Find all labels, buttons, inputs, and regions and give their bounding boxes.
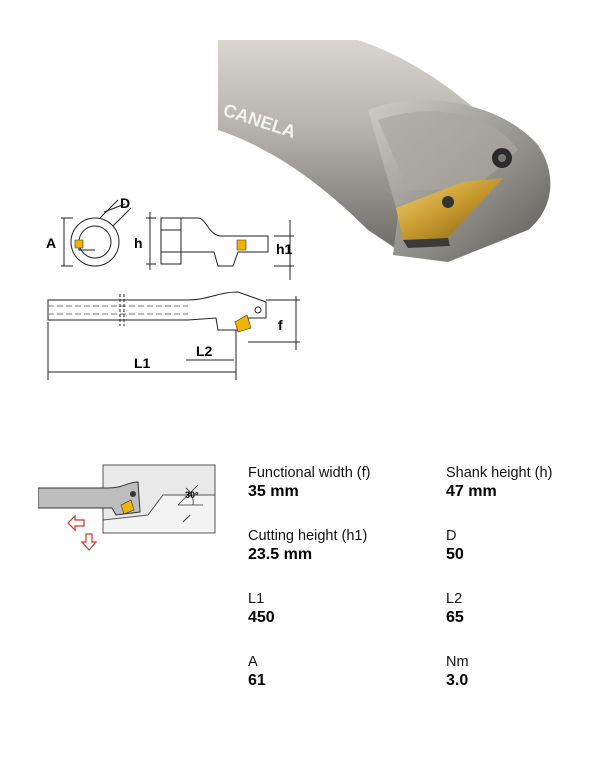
label-L1: L1 — [134, 355, 151, 371]
spec-shank-height: Shank height (h) 47 mm — [446, 465, 553, 500]
spec-nm: Nm 3.0 — [446, 654, 469, 689]
spec-a: A 61 — [248, 654, 266, 689]
spec-d: D 50 — [446, 528, 464, 563]
label-f: f — [278, 317, 283, 333]
insert-icon — [396, 178, 503, 240]
label-D: D — [120, 195, 130, 211]
label-h: h — [134, 235, 143, 251]
feed-down-arrow-icon — [80, 533, 98, 551]
label-h1: h1 — [276, 241, 293, 257]
angle-label: 30° — [185, 490, 199, 500]
label-A: A — [46, 235, 56, 251]
dimension-drawing: D A h h1 f L1 L2 — [46, 195, 300, 380]
product-photo: CANELA — [218, 40, 551, 262]
spec-l1: L1 450 — [248, 591, 275, 626]
application-diagram: 30° — [38, 464, 216, 551]
spec-functional-width: Functional width (f) 35 mm — [248, 465, 371, 500]
label-L2: L2 — [196, 343, 213, 359]
spec-cutting-height: Cutting height (h1) 23.5 mm — [248, 528, 368, 563]
spec-l2: L2 65 — [446, 591, 464, 626]
feed-left-arrow-icon — [67, 514, 85, 532]
